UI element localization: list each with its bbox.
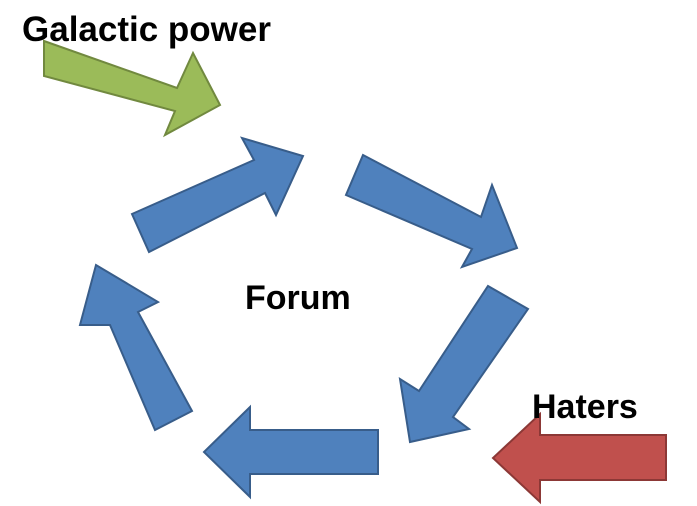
- forum-label: Forum: [245, 279, 351, 317]
- cycle-arrow-right: [398, 284, 530, 444]
- galactic-power-arrow: [43, 39, 222, 138]
- haters-arrow: [491, 411, 667, 505]
- cycle-arrow-left: [78, 263, 194, 432]
- cycle-arrow-top-right: [344, 153, 519, 269]
- cycle-arrow-bottom: [202, 404, 379, 500]
- galactic-power-label: Galactic power: [22, 10, 271, 49]
- cycle-arrow-top-left: [130, 136, 305, 254]
- haters-label: Haters: [532, 388, 638, 426]
